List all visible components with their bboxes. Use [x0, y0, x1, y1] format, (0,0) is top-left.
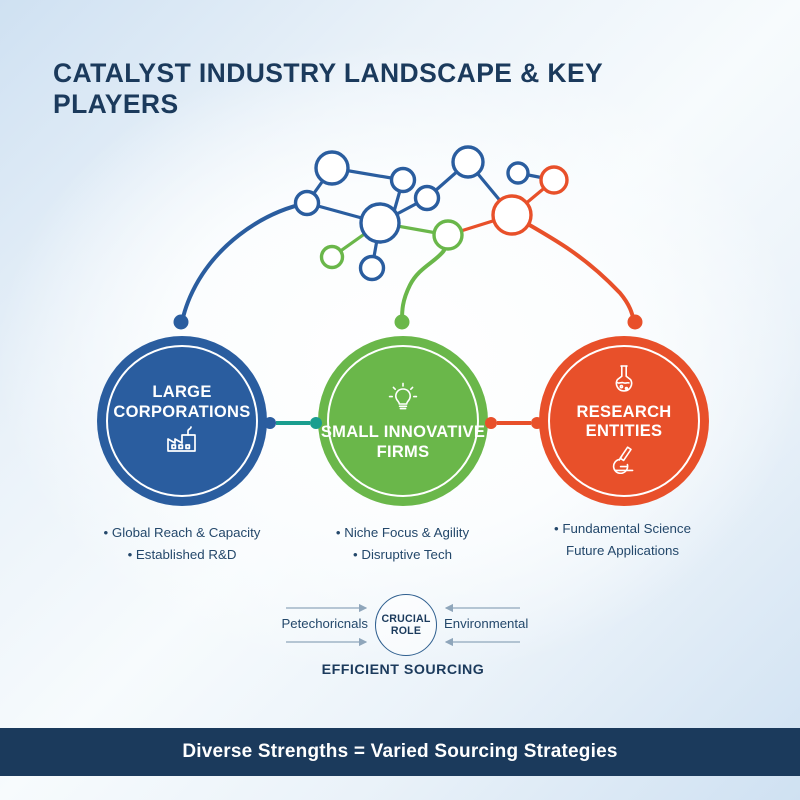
tendril-dot-blue [173, 314, 189, 330]
bullets-small-innovative-firms: • Niche Focus & Agility • Disruptive Tec… [310, 522, 495, 565]
crucial-right-label: Environmental [444, 616, 529, 631]
inner-ring [548, 345, 700, 497]
connector-dot-teal [310, 417, 322, 429]
network-node [293, 189, 321, 217]
network-node [319, 244, 345, 270]
tendril-dot-orange [627, 314, 643, 330]
crucial-role-circle: CRUCIAL ROLE [375, 594, 437, 656]
bullet-item: Future Applications [565, 542, 680, 558]
footer-banner: Diverse Strengths = Varied Sourcing Stra… [0, 728, 800, 776]
bullets-large-corporations: • Global Reach & Capacity • Established … [52, 522, 312, 565]
network-node [539, 165, 569, 195]
crucial-left-label: Petechoricnals [281, 616, 369, 631]
bullet-marker: • [352, 546, 362, 562]
network-node [432, 219, 464, 251]
bullet-marker: • [127, 546, 136, 562]
bullets-research-entities: • Fundamental Science Future Application… [520, 518, 725, 561]
crucial-line-2: ROLE [390, 625, 422, 637]
tendril-dot-green [394, 314, 410, 330]
crucial-role-diagram: CRUCIAL ROLE Petechoricnals Environmenta… [248, 594, 558, 656]
bullet-item: • Niche Focus & Agility [335, 525, 470, 540]
bullet-item: • Fundamental Science [554, 521, 691, 536]
bullet-marker: • [335, 525, 345, 540]
microscope-icon [608, 444, 640, 479]
network-node [506, 161, 530, 185]
efficient-sourcing-caption: EFFICIENT SOURCING [321, 662, 485, 678]
network-node [314, 150, 350, 186]
bullet-item: • Disruptive Tech [352, 546, 452, 562]
bullet-marker: • [103, 525, 112, 540]
bullet-marker: • [554, 521, 563, 536]
page-title: CATALYST INDUSTRY LANDSCAPE & KEY PLAYER… [53, 58, 603, 120]
connector-dot-blue [264, 417, 276, 429]
lightbulb-icon [386, 380, 420, 419]
network-of-nodes-icon [173, 145, 643, 330]
bullet-item: • Established R&D [127, 546, 237, 562]
network-node-hub [491, 194, 533, 236]
footer-text: Diverse Strengths = Varied Sourcing Stra… [182, 741, 618, 762]
crucial-line-1: CRUCIAL [381, 612, 431, 625]
network-node-hub [359, 202, 401, 244]
network-node [413, 184, 441, 212]
connector-dot-orange-left [485, 417, 497, 429]
flask-icon [609, 363, 639, 400]
pillar-large-corporations[interactable]: LARGE CORPORATIONS [97, 336, 267, 506]
network-node [451, 145, 485, 179]
connector-bar [276, 421, 310, 425]
pillar-label: SMALL INNOVATIVE FIRMS [320, 423, 486, 461]
connector-green-orange [485, 412, 543, 434]
pillar-label: RESEARCH ENTITIES [576, 402, 672, 440]
pillar-small-innovative-firms[interactable]: SMALL INNOVATIVE FIRMS [318, 336, 488, 506]
bullet-item: • Global Reach & Capacity [103, 525, 261, 540]
inner-ring [106, 345, 258, 497]
connector-dot-orange-right [531, 417, 543, 429]
network-node [358, 254, 386, 282]
network-node [389, 166, 417, 194]
crucial-role-arrows [286, 603, 520, 647]
pillar-research-entities[interactable]: RESEARCH ENTITIES [539, 336, 709, 506]
inner-ring [327, 345, 479, 497]
factory-icon [164, 425, 200, 459]
pillar-label: LARGE CORPORATIONS [113, 383, 251, 421]
connector-bar [497, 421, 531, 425]
connector-blue-green [264, 412, 322, 434]
